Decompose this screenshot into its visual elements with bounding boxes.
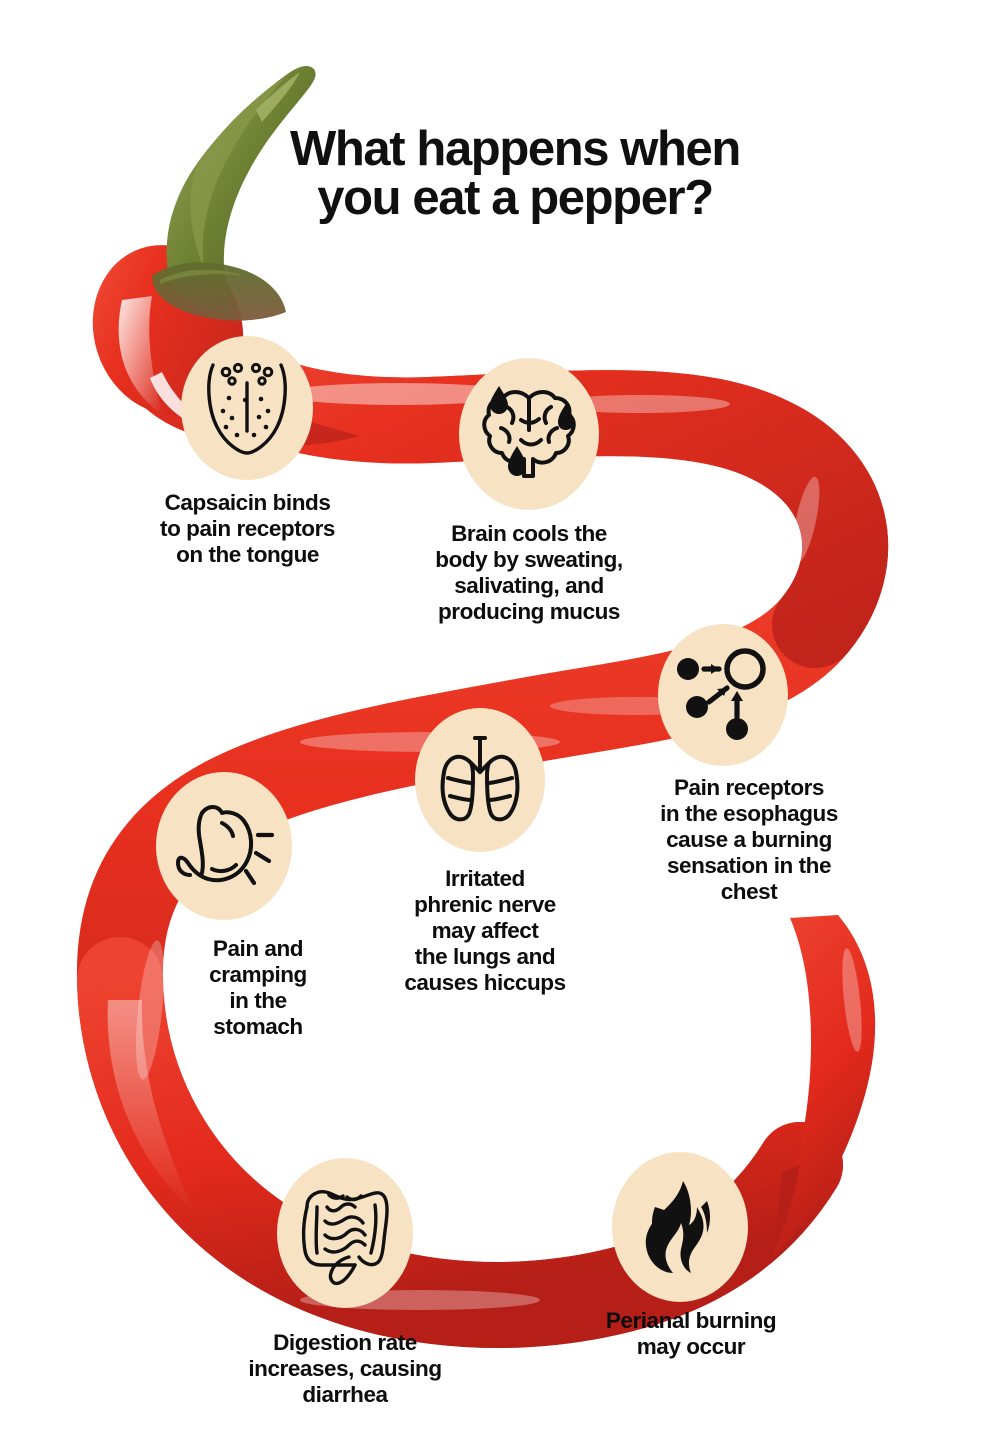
page-title-line-2: you eat a pepper? — [317, 170, 714, 225]
caption-line: to pain receptors — [160, 516, 335, 542]
step-tongue-icon-bubble[interactable] — [181, 336, 313, 480]
caption-line: Irritated — [445, 866, 525, 891]
caption-line: Digestion rate — [273, 1330, 417, 1355]
step-intestines-caption: Digestion rate increases, causing diarrh… — [205, 1330, 485, 1408]
step-brain-caption: Brain cools the body by sweating, saliva… — [398, 521, 660, 625]
caption-line: sensation in the — [666, 853, 832, 879]
step-brain-icon-bubble[interactable] — [459, 358, 599, 510]
step-tongue-caption: Capsaicin binds to pain receptors on the… — [110, 490, 385, 568]
caption-line: Pain and — [212, 936, 304, 961]
caption-line: Perianal burning — [605, 1308, 777, 1333]
sweating-brain-icon — [477, 380, 581, 488]
caption-line: Capsaicin binds — [164, 490, 331, 515]
lungs-icon — [431, 730, 529, 830]
tongue-taste-buds-icon — [199, 355, 295, 461]
caption-line: the lungs and — [414, 944, 556, 970]
caption-line: body by sweating, — [435, 547, 623, 573]
caption-line: may affect — [431, 918, 539, 944]
caption-line: Pain receptors — [673, 775, 824, 800]
caption-line: may occur — [636, 1334, 746, 1360]
stomach-pain-icon — [172, 795, 276, 897]
caption-line: phrenic nerve — [414, 892, 556, 918]
caption-line: Brain cools the — [451, 521, 607, 546]
step-lungs-icon-bubble[interactable] — [415, 708, 545, 852]
caption-line: in the esophagus — [660, 801, 838, 827]
caption-line: producing mucus — [437, 599, 620, 625]
caption-line: causes hiccups — [404, 970, 566, 996]
caption-line: cramping — [209, 962, 307, 988]
caption-line: stomach — [213, 1014, 303, 1040]
intestines-icon — [293, 1177, 397, 1289]
flame-icon — [639, 1179, 721, 1275]
step-lungs-caption: Irritated phrenic nerve may affect the l… — [366, 866, 604, 996]
step-perianal-icon-bubble[interactable] — [612, 1152, 748, 1302]
caption-line: on the tongue — [176, 542, 319, 568]
caption-line: diarrhea — [302, 1382, 388, 1408]
caption-line: in the — [229, 988, 287, 1014]
receptor-binding-icon — [675, 645, 771, 745]
caption-line: chest — [720, 879, 778, 905]
page-title-line-1: What happens when — [290, 122, 741, 176]
step-stomach-icon-bubble[interactable] — [156, 772, 292, 920]
page-title: What happens when you eat a pepper? — [215, 125, 815, 222]
step-intestines-icon-bubble[interactable] — [277, 1158, 413, 1308]
caption-line: cause a burning — [666, 827, 832, 853]
step-perianal-caption: Perianal burning may occur — [545, 1308, 837, 1360]
step-esophagus-icon-bubble[interactable] — [658, 624, 788, 766]
step-esophagus-caption: Pain receptors in the esophagus cause a … — [618, 775, 880, 905]
caption-line: increases, causing — [248, 1356, 442, 1382]
caption-line: salivating, and — [454, 573, 604, 599]
step-stomach-caption: Pain and cramping in the stomach — [152, 936, 364, 1040]
